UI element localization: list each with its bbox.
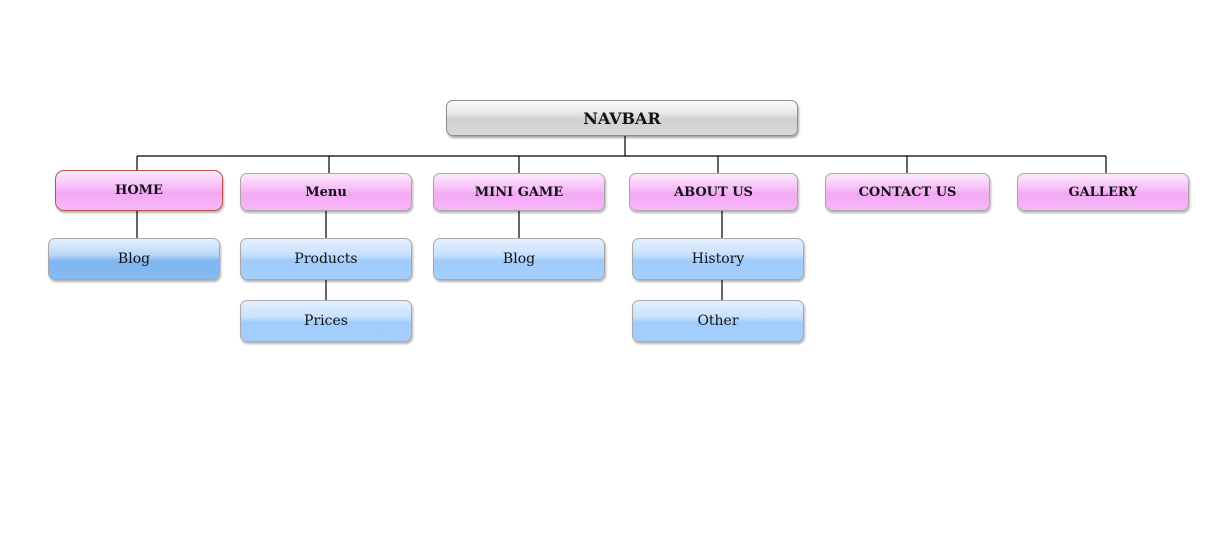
products-node[interactable]: Products <box>240 238 412 280</box>
history-node[interactable]: History <box>632 238 804 280</box>
about-us-node[interactable]: ABOUT US <box>629 173 798 211</box>
home-node[interactable]: HOME <box>55 170 223 211</box>
navbar-node[interactable]: NAVBAR <box>446 100 798 136</box>
menu-node[interactable]: Menu <box>240 173 412 211</box>
home-blog-node[interactable]: Blog <box>48 238 220 280</box>
contact-us-node[interactable]: CONTACT US <box>825 173 990 211</box>
gallery-node[interactable]: GALLERY <box>1017 173 1189 211</box>
prices-node[interactable]: Prices <box>240 300 412 342</box>
mini-game-blog-node[interactable]: Blog <box>433 238 605 280</box>
mini-game-node[interactable]: MINI GAME <box>433 173 605 211</box>
other-node[interactable]: Other <box>632 300 804 342</box>
